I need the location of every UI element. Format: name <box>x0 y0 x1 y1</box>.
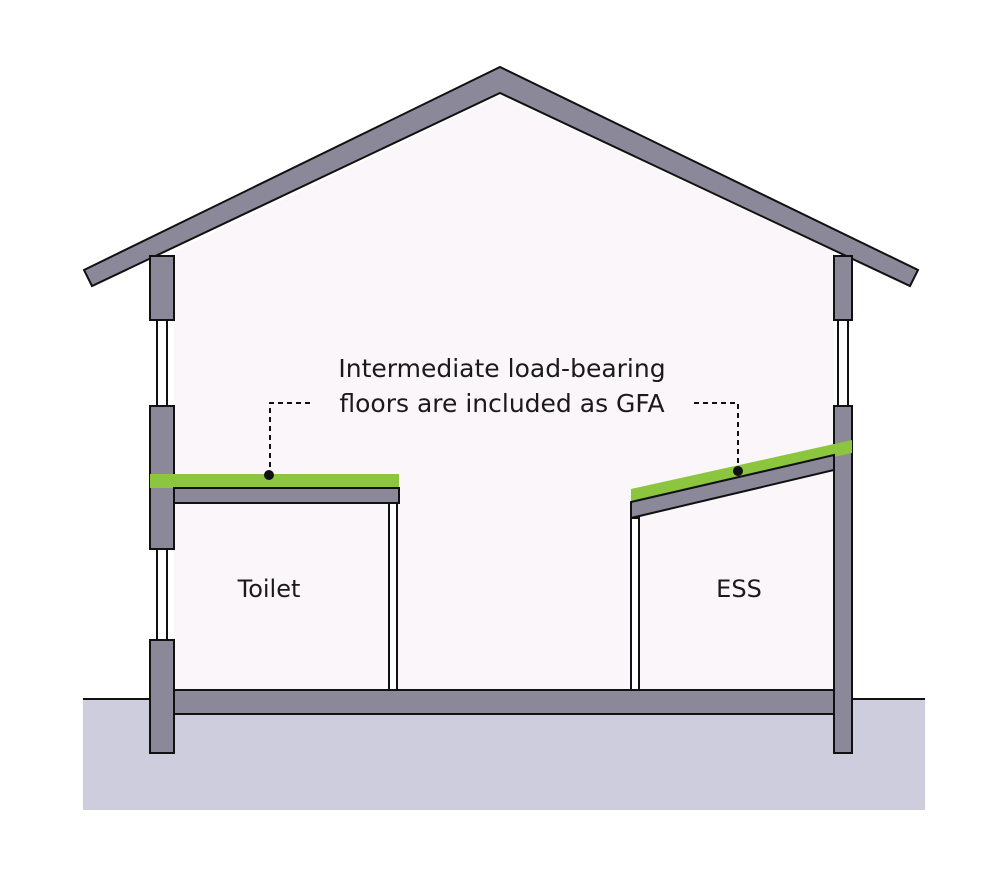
roof <box>82 65 920 288</box>
callout-line-2: floors are included as GFA <box>339 389 664 418</box>
left-wall-top <box>149 255 175 321</box>
left-wall-bottom <box>149 639 175 754</box>
toilet-wall <box>388 502 398 691</box>
right-wall-lower <box>833 405 853 754</box>
ess-wall <box>630 517 640 691</box>
floor-slab <box>173 689 835 715</box>
toilet-slab <box>173 487 400 504</box>
right-window <box>837 319 849 407</box>
right-wall-top <box>833 255 853 321</box>
ess-slab <box>630 453 835 520</box>
toilet-green-floor <box>150 474 399 488</box>
left-window-upper <box>156 319 168 407</box>
callout-line-1: Intermediate load-bearing <box>338 354 665 383</box>
callout-dot-left <box>264 470 274 480</box>
callout-dot-right <box>733 466 743 476</box>
interior-space <box>174 96 834 690</box>
callout-leader-left <box>269 402 310 474</box>
room-label-ess: ESS <box>716 575 762 603</box>
left-window-lower <box>156 548 168 641</box>
ground <box>83 699 925 810</box>
room-label-toilet: Toilet <box>237 575 301 603</box>
